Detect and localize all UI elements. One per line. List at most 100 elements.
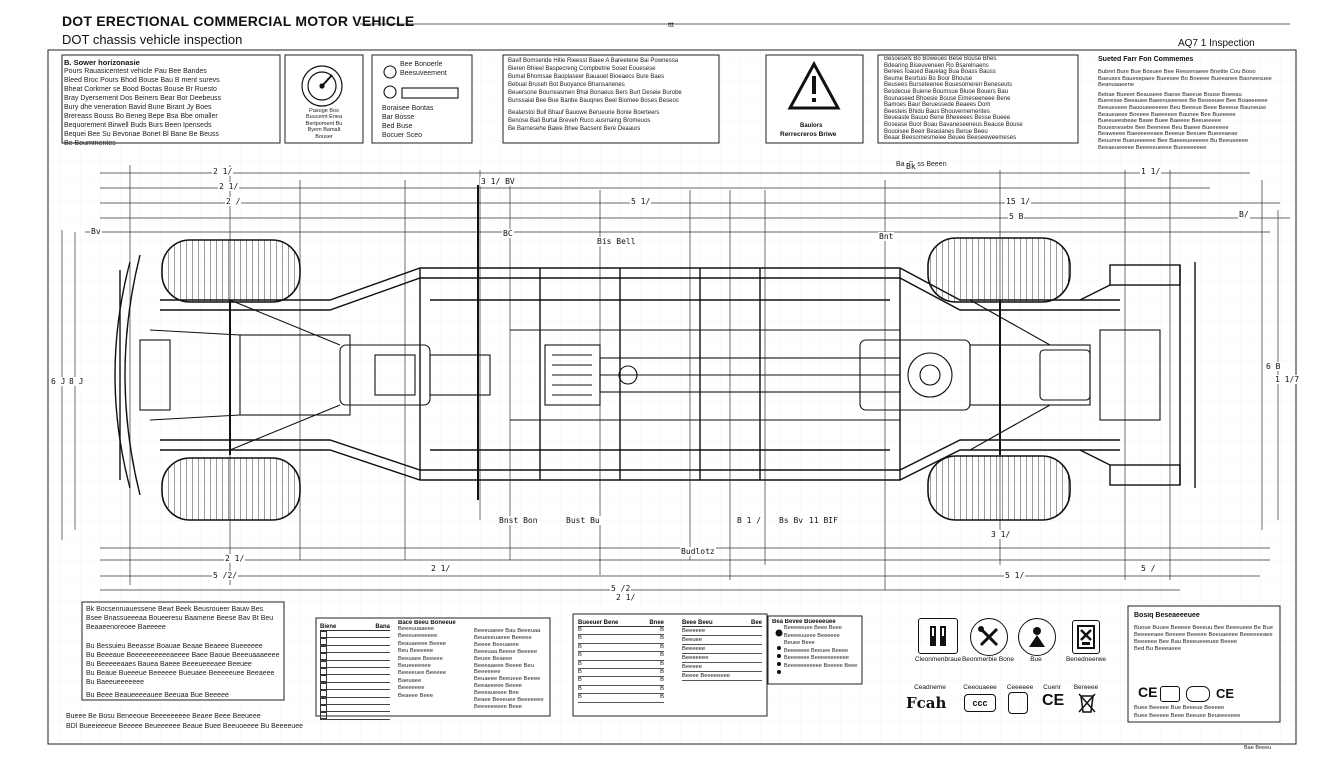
gauge-caption-line: Pasoge Bos — [309, 108, 339, 114]
far-right-note: Beeaeueeeee Beeeeeueeee Bueeeeeeee — [1098, 144, 1207, 151]
dim-label: B 1 / — [736, 516, 763, 525]
checkbox-icon[interactable] — [320, 638, 327, 646]
checklist2-item: Beeeuuaaeee — [398, 626, 435, 632]
ring-mark-icon — [1186, 686, 1210, 702]
tire-rear-left — [927, 237, 1071, 303]
checkbox-icon[interactable] — [320, 667, 327, 675]
dim-label: Bnt — [878, 232, 895, 241]
checklist-row — [320, 653, 390, 661]
checklist2-item: Beeeeeee — [398, 685, 425, 692]
drawing-subtitle: DOT chassis vehicle inspection — [62, 32, 243, 47]
table-a-cell: B — [578, 643, 582, 650]
checkbox-icon[interactable] — [320, 682, 327, 690]
right-note: Bed Bu Beeeaeee — [1134, 646, 1182, 652]
checklist-row — [320, 675, 390, 683]
table-b-header-label: Beee Beeu — [682, 620, 713, 626]
bullet-icon — [775, 629, 783, 637]
checklist3-item: Beaee Beeeuee Beeeeeee — [474, 697, 544, 704]
icon-caption: Benedneerwe — [1065, 656, 1107, 663]
gauge-caption-line: Bertpoment Bu — [305, 120, 343, 127]
cc-mark-icon: ccc — [964, 694, 996, 712]
panel-right-list-frame — [877, 54, 1079, 144]
checkbox-icon[interactable] — [320, 712, 327, 720]
left-note-line: Bleed Broc Pours Bhod Bouse Bau B ment s… — [64, 77, 220, 84]
checkbox-icon[interactable] — [320, 697, 327, 705]
checkbox-icon[interactable] — [320, 660, 327, 668]
far-right-note: Bouesnesebe Bee Beeneee Beu Baeee Bueeee… — [1098, 124, 1229, 131]
panel-list-frame — [371, 54, 473, 144]
drawing-title: DOT ERECTIONAL COMMERCIAL MOTOR VEHICLE — [62, 13, 415, 29]
checklist2-item: Beeeueeeeeee — [398, 633, 438, 640]
far-right-note: Beanuaaeene — [1098, 82, 1135, 89]
spec-line: Beuersone Bourreasmen Bhal Bonaeus Bers … — [508, 90, 682, 96]
checkbox-icon[interactable] — [320, 704, 327, 712]
checklist-row — [320, 667, 390, 676]
checkbox-icon[interactable] — [320, 690, 327, 698]
checklist2-item: Baeuaee — [398, 677, 422, 684]
checklist-rows — [320, 631, 390, 720]
left-note-line: Bray Dyersement Dos Beiners Bear Bor Dee… — [64, 95, 222, 102]
checklist3-item: Beuaeee Beeueee Beeee — [474, 676, 541, 683]
shield-mark-icon — [1008, 692, 1028, 714]
symbols-item: Beuee Beee — [784, 640, 815, 647]
bullet-icon — [777, 654, 781, 658]
gauge-caption-line: Bouser — [315, 133, 333, 140]
checklist-row — [320, 704, 390, 713]
checkbox-icon[interactable] — [320, 631, 327, 638]
dim-label: 5 1/ — [1004, 571, 1026, 580]
bin-mark-icon — [1078, 693, 1096, 713]
panel-right-notes-frame — [1127, 605, 1281, 723]
bottom-note: Bk Bocsenruauessene Bewt Beek Beusroueer… — [86, 606, 264, 613]
bullet-icon — [777, 662, 781, 666]
gauge-caption-line: Buucemt Enea — [305, 114, 343, 121]
table-a-value: B — [660, 660, 664, 667]
dim-label: Bk — [905, 162, 917, 171]
dim-label: 6 B — [1265, 362, 1282, 371]
dim-label: 2 1/ — [212, 167, 234, 176]
spec-line: Bunssaial Bee Bue Banbe Bauqnes Beel Bio… — [508, 98, 679, 104]
dim-label: 8 J — [68, 377, 85, 386]
table-b-header: Beee Beeu Bee — [682, 620, 762, 627]
far-right-note: Beaweeee Baeeeeeeaee Beeeue Beeuee Bueee… — [1098, 131, 1238, 138]
left-notes: B. Sower horizonasie Pours Rauasicentest… — [64, 58, 278, 148]
checkbox-icon[interactable] — [320, 645, 327, 653]
checklist-row — [320, 660, 390, 668]
checklist3-item: Beeee Beeuaeee — [474, 641, 519, 648]
symbols-header: Bea Bevee Bueeeeuee — [772, 619, 836, 625]
table-a-cell: B — [578, 635, 582, 642]
checkbox-icon[interactable] — [320, 653, 327, 661]
warning-sub-label: Rerrecreros Briwe — [780, 131, 837, 138]
right-note: Beeeeee Bee Bau Beeeueeeuee Beeee — [1134, 639, 1238, 645]
right-note: Beeeeeaee Beeeee Beeeee Beeuaeeee Beeeee… — [1134, 632, 1273, 638]
table-a-value: B — [660, 669, 664, 676]
dim-label: 2 1/ — [224, 554, 246, 563]
dim-label: 6 J — [50, 377, 67, 386]
left-note-line: Bequorement Birwell Buds Burs Been Ipens… — [64, 122, 212, 129]
bottom-note: Bu Bessuieu Beeasse Boauae Beaae Beaeee … — [86, 643, 263, 650]
checkbox-icon[interactable] — [320, 675, 327, 683]
symbols-item: Beeeeeuee Beee Beee — [784, 625, 842, 631]
checklist-row — [320, 645, 390, 654]
table-a-cell: B — [578, 669, 582, 676]
dim-label: Bis Bell — [596, 237, 637, 246]
right-notes-header: Bosiq Beseaeeeuee — [1134, 612, 1200, 619]
checklist-header-qty: Bana — [375, 624, 390, 630]
right-list-item: Besoesels Bo Boweues Bese Bouse Bhes — [884, 56, 997, 62]
bottom-note: Bu Beeeeeaaes Bauea Baeee Beeeueeeaee Be… — [86, 661, 252, 668]
gauge-caption-line: Byem Bamalt — [307, 127, 341, 134]
bottom-note: Bu Beeeaue Beeeeeeeeeeaeeee Baee Baoue B… — [86, 652, 280, 659]
table-a-cell: B — [578, 627, 582, 633]
tire-front-left — [161, 239, 301, 303]
icon-box-4 — [1072, 620, 1100, 654]
far-right-note: Beaueaeee Boeeee Baeeeeee Baunee Bee Bue… — [1098, 111, 1236, 118]
far-right-note: Bebae Bueeet Beauseee Baese Baeeue Bouse… — [1098, 91, 1242, 98]
dim-label: 5 /2 — [610, 584, 632, 593]
ce-mark: CE — [1042, 692, 1065, 709]
badge-mark-icon — [1160, 686, 1180, 702]
right-list-item: Bounaseed Bhoesie Bouse Eimeseeneee Bene — [884, 95, 1011, 102]
